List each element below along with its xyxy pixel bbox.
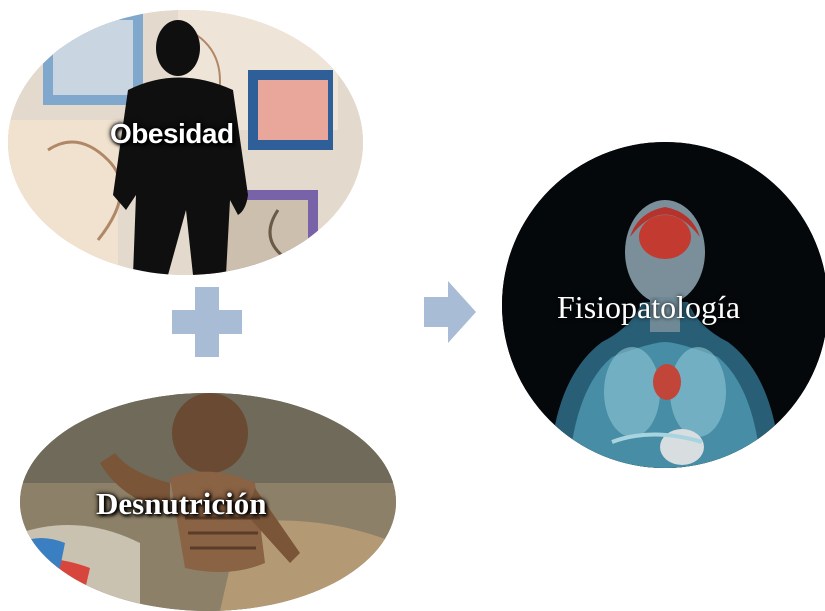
arrow-right-icon xyxy=(424,281,476,343)
plus-icon xyxy=(172,287,242,357)
obesity-label: Obesidad xyxy=(110,118,234,150)
malnutrition-label: Desnutrición xyxy=(96,486,267,522)
pathophysiology-label: Fisiopatología xyxy=(557,289,740,326)
